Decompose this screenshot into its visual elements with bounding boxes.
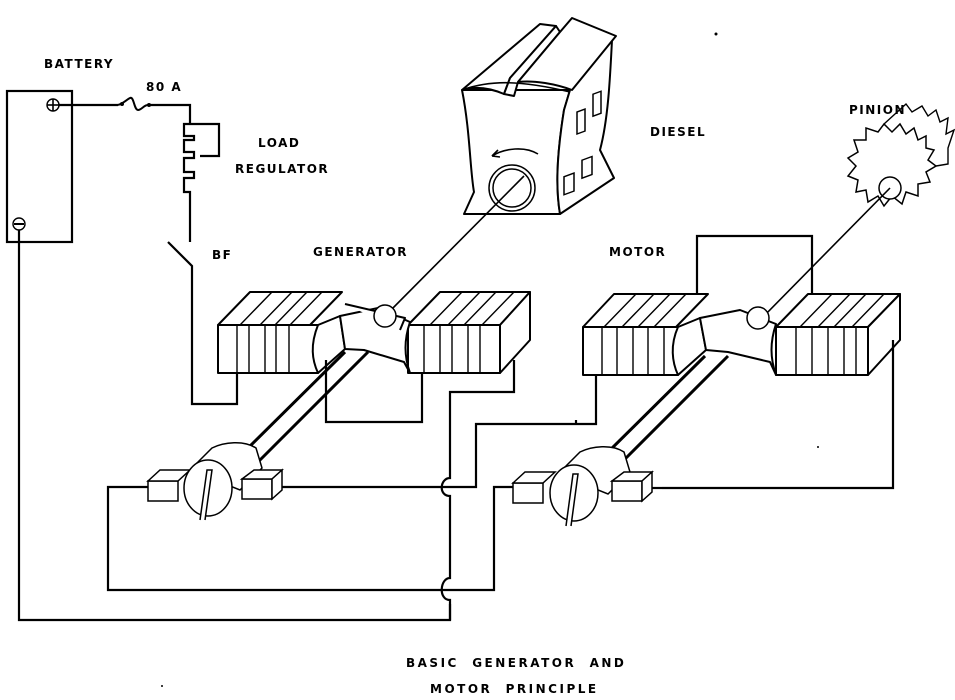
wire-fuse-regulator — [150, 103, 192, 124]
pinion-label: PINION — [849, 103, 906, 117]
bf-switch — [167, 241, 203, 406]
battery-negative-terminal — [12, 217, 26, 231]
generator-series-wire — [448, 360, 516, 476]
diagram-title-line-2: MOTOR PRINCIPLE — [430, 682, 599, 696]
wire-switch-field — [203, 370, 239, 406]
wire-gen-motor-bottom — [438, 485, 513, 592]
generator-armature-shaft-2 — [256, 350, 370, 464]
fuse-symbol — [117, 96, 151, 112]
wire-crossover — [440, 476, 452, 620]
motor-commutator — [511, 446, 654, 527]
motor-shaft-end — [746, 306, 770, 330]
wire-motor-field-down — [576, 375, 598, 426]
load-regulator-shunt — [190, 122, 221, 158]
diagram-title-line-1: BASIC GENERATOR AND — [406, 656, 626, 670]
battery-positive-terminal — [46, 98, 60, 112]
diesel-engine — [461, 17, 617, 215]
generator-label: GENERATOR — [313, 245, 408, 259]
fuse-label: 80 A — [146, 80, 182, 94]
motor-armature-shaft-1 — [598, 354, 707, 462]
motor — [582, 234, 901, 376]
pinion-shaft — [759, 187, 891, 321]
generator-commutator — [146, 442, 284, 521]
wire-gen-motor-top — [438, 422, 576, 489]
generator-brush-left — [147, 480, 179, 502]
wire-motor-right — [662, 340, 895, 490]
load-regulator-label-1: LOAD — [258, 136, 300, 150]
motor-label: MOTOR — [609, 245, 666, 259]
load-regulator-coil — [182, 122, 196, 200]
diesel-shaft — [384, 175, 525, 317]
battery — [5, 89, 74, 244]
generator-armature-shaft-1 — [238, 350, 347, 458]
load-regulator-label-2: REGULATOR — [235, 162, 329, 176]
generator-shaft-end — [373, 304, 397, 328]
battery-case — [5, 89, 74, 244]
motor-brush-left — [512, 482, 544, 504]
diesel-label: DIESEL — [650, 125, 706, 139]
motor-field-loop — [695, 234, 814, 294]
generator — [217, 291, 531, 374]
bf-switch-label: BF — [212, 248, 232, 262]
wire-gen-brush-left — [106, 485, 438, 592]
generator-field-loop — [324, 360, 424, 424]
motor-armature-shaft-2 — [620, 354, 730, 464]
speck — [714, 32, 718, 36]
wire-negative — [17, 230, 452, 622]
pinion-gear — [846, 102, 955, 208]
battery-label: BATTERY — [44, 57, 114, 71]
motor-brush-right — [611, 480, 643, 502]
generator-brush-right — [241, 478, 273, 500]
